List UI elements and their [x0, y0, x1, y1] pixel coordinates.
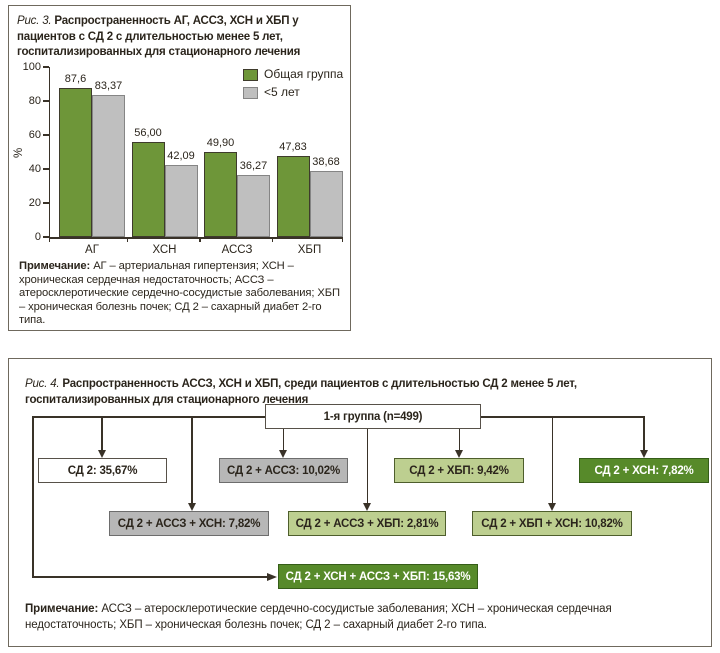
bar-value-label: 49,90 [206, 137, 235, 150]
flow-box-sd2: СД 2: 35,67% [38, 458, 167, 483]
x-tick [126, 237, 128, 242]
connector-down-5 [458, 429, 460, 450]
bar-ХБП-lt5 [309, 171, 343, 237]
x-category-label: ХСН [152, 244, 177, 256]
arrowhead-down-icon [454, 450, 463, 458]
flow-box-sd2-hbp-hsn: СД 2 + ХБП + ХСН: 10,82% [472, 511, 632, 536]
x-category-label: ХБП [297, 244, 322, 256]
bar-value-label: 42,09 [167, 150, 195, 163]
figure4-caption: Рис. 4.Распространенность АССЗ, ХСН и ХБ… [25, 376, 697, 408]
figure3-caption: Рис. 3.Распространенность АГ, АССЗ, ХСН … [17, 14, 347, 61]
bar-ХСН-total [131, 141, 165, 237]
connector-down-7 [643, 416, 645, 450]
arrowhead-down-icon [187, 503, 196, 511]
connector-down-4 [366, 429, 368, 503]
bar-value-label: 38,68 [312, 156, 340, 169]
bar-АССЗ-lt5 [237, 175, 270, 237]
figure3-note-text: АГ – артериальная гипертензия; ХСН – хро… [19, 260, 340, 327]
figure4-note: Примечание: АССЗ – атеросклеротические с… [25, 601, 701, 633]
y-tick-label: 80 [28, 94, 41, 107]
y-tick-label: 100 [22, 60, 41, 73]
x-tick [341, 237, 343, 242]
arrowhead-down-icon [97, 450, 106, 458]
connector-down-3 [282, 429, 284, 450]
bar-value-label: 87,6 [64, 73, 87, 86]
bar-value-label: 36,27 [239, 160, 268, 173]
connector-down-1 [101, 416, 103, 450]
x-category-label: АССЗ [221, 244, 253, 256]
bar-АССЗ-total [204, 152, 237, 237]
legend-swatch [243, 87, 258, 99]
figure3-note-label: Примечание: [19, 260, 91, 272]
flow-box-sd2-hbp: СД 2 + ХБП: 9,42% [394, 458, 524, 483]
y-tick-label: 20 [28, 196, 41, 209]
x-tick [48, 237, 50, 242]
y-tick-label: 0 [34, 230, 41, 243]
arrowhead-down-icon [362, 503, 371, 511]
legend-label: <5 лет [264, 85, 300, 99]
bar-АГ-lt5 [92, 95, 125, 237]
y-tick [43, 202, 49, 204]
bar-value-label: 47,83 [279, 140, 307, 153]
figure4-number: Рис. 4. [25, 378, 60, 390]
y-tick [43, 66, 49, 68]
legend-label: Общая группа [264, 67, 344, 81]
y-tick-label: 40 [28, 162, 41, 175]
figure3-note: Примечание: АГ – артериальная гипертензи… [19, 260, 345, 328]
connector-down-6 [551, 416, 553, 503]
arrowhead-down-icon [639, 450, 648, 458]
y-tick [43, 134, 49, 136]
figure3-number: Рис. 3. [17, 15, 52, 27]
bar-ХБП-total [276, 155, 310, 237]
y-tick [43, 168, 49, 170]
bar-АГ-total [59, 88, 92, 237]
connector-left-vertical [32, 416, 34, 577]
flow-box-sd2-assz-hsn: СД 2 + АССЗ + ХСН: 7,82% [109, 511, 269, 536]
x-category-label: АГ [85, 244, 99, 256]
figure3-title: Распространенность АГ, АССЗ, ХСН и ХБП у… [17, 15, 301, 58]
y-tick [43, 236, 49, 238]
legend-swatch [243, 69, 258, 81]
figure4-title: Распространенность АССЗ, ХСН и ХБП, сред… [25, 378, 577, 406]
bar-ХСН-lt5 [164, 165, 198, 237]
flow-box-sd2-hsn: СД 2 + ХСН: 7,82% [579, 458, 709, 483]
flow-box-sd2-assz: СД 2 + АССЗ: 10,02% [219, 458, 348, 483]
connector-left-horizontal [32, 416, 265, 418]
connector-right-horizontal [481, 416, 644, 418]
y-axis-label: % [13, 147, 25, 158]
bar-value-label: 83,37 [94, 80, 123, 93]
x-tick [199, 237, 201, 242]
arrowhead-right-icon [267, 572, 277, 581]
figure4-note-label: Примечание: [25, 603, 99, 615]
y-tick-label: 60 [28, 128, 41, 141]
figure4-note-text: АССЗ – атеросклеротические сердечно-сосу… [25, 603, 612, 631]
connector-down-2 [191, 416, 193, 503]
y-tick [43, 100, 49, 102]
flow-box-root: 1-я группа (n=499) [265, 404, 481, 429]
arrowhead-down-icon [278, 450, 287, 458]
y-axis [48, 67, 50, 239]
figure3-panel: Рис. 3.Распространенность АГ, АССЗ, ХСН … [8, 5, 351, 331]
bar-value-label: 56,00 [134, 126, 162, 139]
figure4-panel: Рис. 4.Распространенность АССЗ, ХСН и ХБ… [8, 358, 712, 647]
flow-box-all-four: СД 2 + ХСН + АССЗ + ХБП: 15,63% [278, 564, 478, 589]
x-tick [271, 237, 273, 242]
flow-box-sd2-assz-hbp: СД 2 + АССЗ + ХБП: 2,81% [288, 511, 446, 536]
connector-bottom-horizontal [32, 576, 268, 578]
x-axis [48, 237, 343, 239]
arrowhead-down-icon [547, 503, 556, 511]
